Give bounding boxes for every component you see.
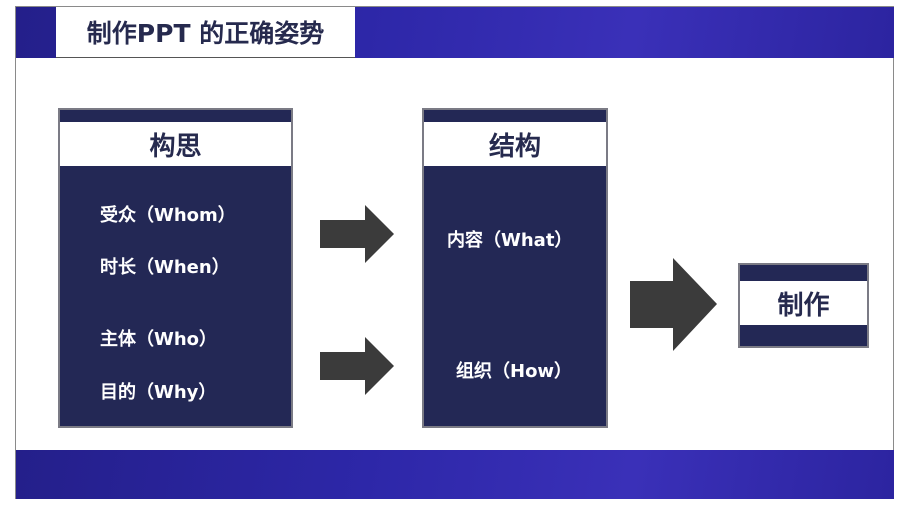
make-header: 制作 [740, 281, 867, 325]
structure-box: 结构 内容（What） 组织（How） [422, 108, 608, 428]
idea-item-why: 目的（Why） [100, 382, 217, 403]
arrow-right-icon [320, 337, 394, 395]
idea-item-whom: 受众（Whom） [100, 205, 236, 226]
structure-item-what: 内容（What） [447, 230, 573, 251]
bottom-band [16, 450, 894, 499]
structure-header: 结构 [424, 122, 606, 166]
arrow-right-icon [630, 258, 717, 351]
structure-item-how: 组织（How） [456, 361, 573, 382]
make-box: 制作 [738, 263, 869, 348]
slide-title: 制作PPT 的正确姿势 [56, 7, 355, 58]
idea-box: 构思 受众（Whom） 时长（When） 主体（Who） 目的（Why） [58, 108, 293, 428]
arrow-right-icon [320, 205, 394, 263]
idea-item-who: 主体（Who） [100, 329, 218, 350]
idea-item-when: 时长（When） [100, 257, 230, 278]
idea-header: 构思 [60, 122, 291, 166]
